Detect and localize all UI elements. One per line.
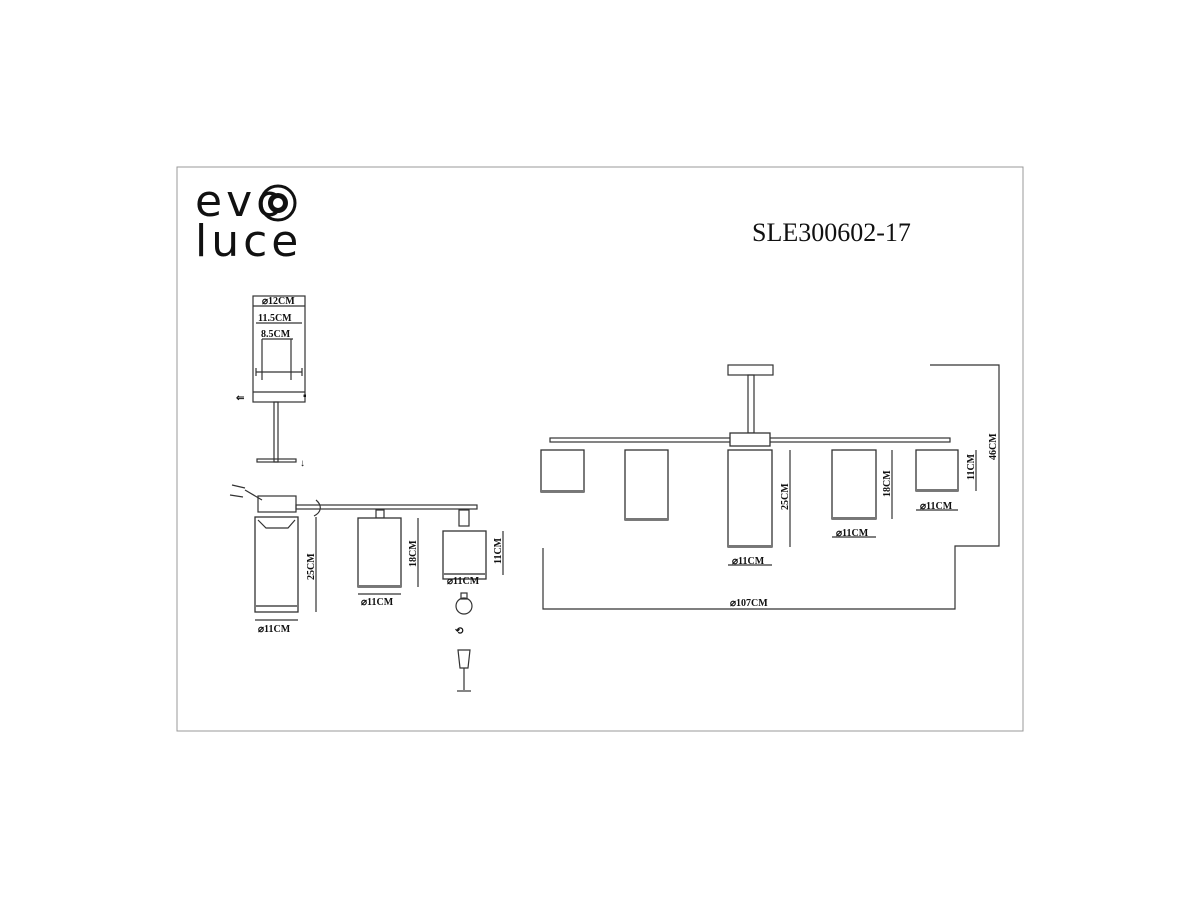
dimension-label: ⌀11CM bbox=[920, 501, 953, 512]
down-arrow-icon: ↓ bbox=[300, 458, 305, 469]
dimension-label: 11.5CM bbox=[258, 313, 292, 324]
dimension-label: 25CM bbox=[306, 553, 317, 580]
logo-luce: luce bbox=[195, 216, 302, 267]
socket-icon bbox=[457, 649, 471, 692]
dimension-label: 46CM bbox=[988, 433, 999, 460]
assembly-view: 25CM ⌀11CM 18CM ⌀11CM 11CM ⌀11CM ⟲ bbox=[229, 484, 504, 692]
dimension-label: ⌀12CM bbox=[262, 296, 295, 307]
dimension-label: ⌀107CM bbox=[730, 598, 768, 609]
dimension-label: 18CM bbox=[882, 470, 893, 497]
frame-border bbox=[176, 166, 1024, 732]
dimension-label: ⌀11CM bbox=[732, 556, 765, 567]
front-view: 25CM ⌀11CM 18CM ⌀11CM 11CM ⌀11CM ⌀107CM … bbox=[540, 364, 1000, 610]
logo-ring-icon bbox=[259, 184, 297, 222]
mount-detail: ⌀12CM 11.5CM 8.5CM ⇐ ▪ ↓ bbox=[236, 295, 307, 469]
dimension-label: 18CM bbox=[408, 540, 419, 567]
model-number: SLE300602-17 bbox=[752, 218, 911, 247]
dimension-label: ⌀11CM bbox=[258, 624, 291, 635]
screw-arrow-icon: ⇐ bbox=[236, 393, 245, 404]
dimension-label: ⌀11CM bbox=[836, 528, 869, 539]
dimension-label: ⌀11CM bbox=[361, 597, 394, 608]
dimension-label: ⌀11CM bbox=[447, 576, 480, 587]
rotate-icon bbox=[313, 499, 321, 517]
dimension-label: 11CM bbox=[966, 453, 977, 480]
bulb-icon bbox=[455, 592, 473, 615]
rotate-arrow-icon: ⟲ bbox=[455, 626, 464, 637]
dimension-label: 11CM bbox=[493, 537, 504, 564]
brand-logo: evo luce bbox=[195, 176, 302, 267]
arrow-icon: ▪ bbox=[303, 391, 307, 402]
dimension-label: 8.5CM bbox=[261, 329, 291, 340]
dimension-label: 25CM bbox=[780, 483, 791, 510]
wire-connector-icon bbox=[229, 484, 263, 501]
